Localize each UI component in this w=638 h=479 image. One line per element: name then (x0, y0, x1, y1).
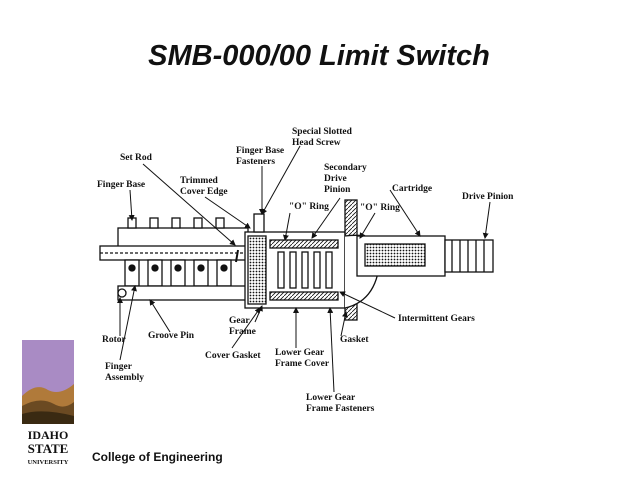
logo-university: UNIVERSITY (28, 459, 69, 466)
label-o-ring-2: "O" Ring (360, 203, 400, 213)
label-drive-pinion: Drive Pinion (462, 192, 514, 202)
label-finger-base-fasteners-1: Finger Base (236, 146, 284, 156)
label-head-screw: Head Screw (292, 138, 341, 148)
label-cover-gasket: Cover Gasket (205, 351, 261, 361)
label-finger-base-fasteners-2: Fasteners (236, 157, 275, 167)
label-set-rod: Set Rod (120, 153, 153, 163)
label-trimmed-2: Cover Edge (180, 187, 228, 197)
label-finger-assembly-2: Assembly (105, 373, 144, 383)
finger-base-fasteners (127, 217, 225, 229)
diagram-labels: Special Slotted Head Screw Finger Base F… (97, 127, 514, 414)
label-trimmed-1: Trimmed (180, 176, 219, 186)
label-gasket: Gasket (340, 335, 369, 345)
footer-college: College of Engineering (92, 450, 223, 464)
label-cartridge: Cartridge (392, 184, 432, 194)
finger-assembly (124, 259, 232, 287)
label-lgfc-2: Frame Cover (275, 359, 330, 369)
label-intermittent-gears: Intermittent Gears (398, 314, 475, 324)
label-gear-frame-1: Gear (229, 316, 250, 326)
label-secondary-2: Drive (324, 174, 347, 184)
label-finger-assembly-1: Finger (105, 362, 133, 372)
label-groove-pin: Groove Pin (148, 331, 195, 341)
label-lgfc-1: Lower Gear (275, 348, 325, 358)
label-finger-base: Finger Base (97, 180, 145, 190)
label-o-ring-1: "O" Ring (289, 202, 329, 212)
logo-idaho: IDAHO (28, 428, 69, 442)
label-special-slotted: Special Slotted (292, 127, 353, 137)
slide-title: SMB-000/00 Limit Switch (148, 40, 490, 72)
gear-stack (277, 251, 333, 289)
label-rotor: Rotor (102, 335, 127, 345)
idaho-state-university-logo: IDAHO STATE UNIVERSITY (22, 340, 74, 466)
label-gear-frame-2: Frame (229, 327, 256, 337)
label-lgff-1: Lower Gear (306, 393, 356, 403)
label-lgff-2: Frame Fasteners (306, 404, 375, 414)
switch-body (99, 199, 494, 321)
leader-lines (117, 145, 491, 393)
logo-state: STATE (28, 441, 69, 456)
label-secondary-1: Secondary (324, 163, 367, 173)
label-secondary-3: Pinion (324, 185, 351, 195)
